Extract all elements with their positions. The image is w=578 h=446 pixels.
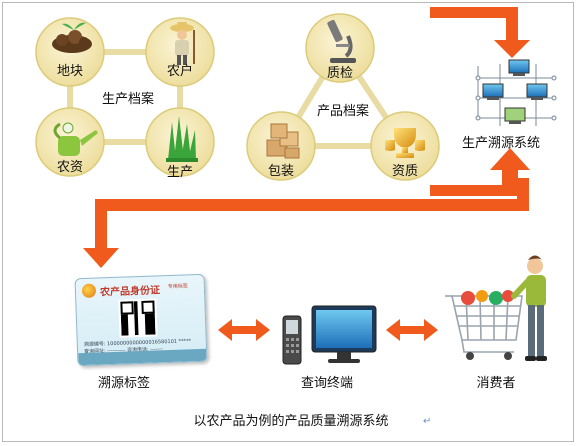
label-tag: 溯源标签 bbox=[97, 376, 151, 391]
node-inspection bbox=[305, 13, 375, 83]
arrow-top bbox=[430, 7, 530, 58]
label-consumer: 消费者 bbox=[476, 376, 516, 391]
card-subtitle: 专用标签 bbox=[167, 283, 188, 291]
network-icon bbox=[475, 59, 557, 126]
label-inputs: 农资 bbox=[56, 160, 84, 175]
boxes-icon bbox=[266, 123, 300, 159]
soil-icon bbox=[52, 22, 92, 53]
card-logo bbox=[81, 283, 97, 299]
watering-can-icon bbox=[53, 122, 98, 156]
node-circles bbox=[35, 13, 440, 181]
label-production: 生产 bbox=[166, 165, 194, 180]
paragraph-mark-icon: ↵ bbox=[423, 416, 432, 427]
label-terminal: 查询终端 bbox=[300, 376, 354, 391]
shopper-icon bbox=[445, 255, 547, 361]
diagram-frame bbox=[2, 2, 574, 442]
label-product-archive: 产品档案 bbox=[316, 104, 370, 119]
label-qualification: 资质 bbox=[391, 164, 419, 179]
label-packaging: 包装 bbox=[267, 164, 295, 179]
grass-icon bbox=[166, 116, 198, 162]
label-plot: 地块 bbox=[56, 64, 84, 79]
arrow-middle bbox=[430, 148, 530, 196]
microscope-icon bbox=[327, 19, 356, 63]
diagram-caption: 以农产品为例的产品质量溯源系统 bbox=[193, 414, 389, 429]
trophy-icon bbox=[385, 128, 425, 158]
label-inspection: 质检 bbox=[326, 66, 354, 81]
label-system: 生产溯源系统 bbox=[462, 136, 541, 151]
monitor-icon bbox=[311, 305, 377, 363]
arrow-tag-terminal bbox=[218, 319, 270, 341]
farmer-icon bbox=[170, 22, 195, 65]
card-title: 农产品身份证 bbox=[99, 285, 161, 299]
label-production-archive: 生产档案 bbox=[101, 92, 155, 107]
traceability-tag-card: 农产品身份证 专用标签 溯源编号: 1000000000000016580101… bbox=[74, 273, 208, 367]
arrow-terminal-consumer bbox=[386, 319, 438, 341]
qr-code bbox=[118, 298, 158, 338]
label-farmer: 农户 bbox=[166, 64, 194, 79]
phone-icon bbox=[282, 315, 302, 365]
arrow-return bbox=[83, 178, 529, 268]
production-connectors bbox=[67, 49, 183, 145]
flow-arrows bbox=[83, 7, 530, 341]
